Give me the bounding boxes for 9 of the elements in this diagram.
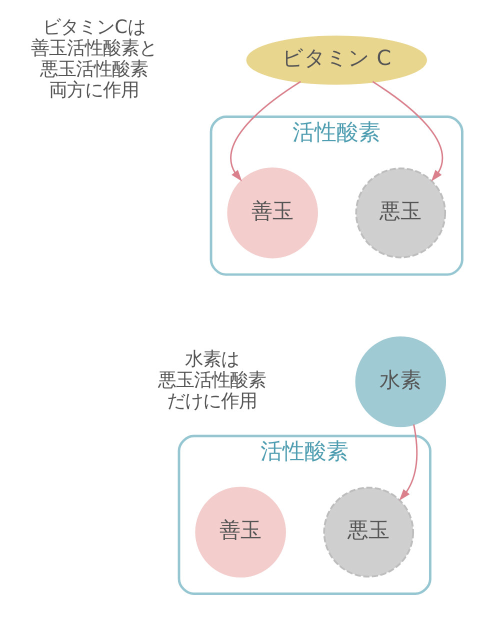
label: 水素は悪玉活性酸素だけに作用: [158, 349, 266, 412]
node-circle: 水素: [355, 336, 446, 428]
label: ビタミンCは善玉活性酸素と悪玉活性酸素両方に作用: [31, 17, 158, 101]
arrow: [372, 81, 444, 182]
node-circle: 善玉: [195, 486, 286, 578]
node-circle: 悪玉: [323, 486, 414, 578]
arrow: [230, 81, 302, 182]
arrow: [399, 424, 418, 501]
node-ellipse: ビタミン C: [246, 36, 428, 85]
